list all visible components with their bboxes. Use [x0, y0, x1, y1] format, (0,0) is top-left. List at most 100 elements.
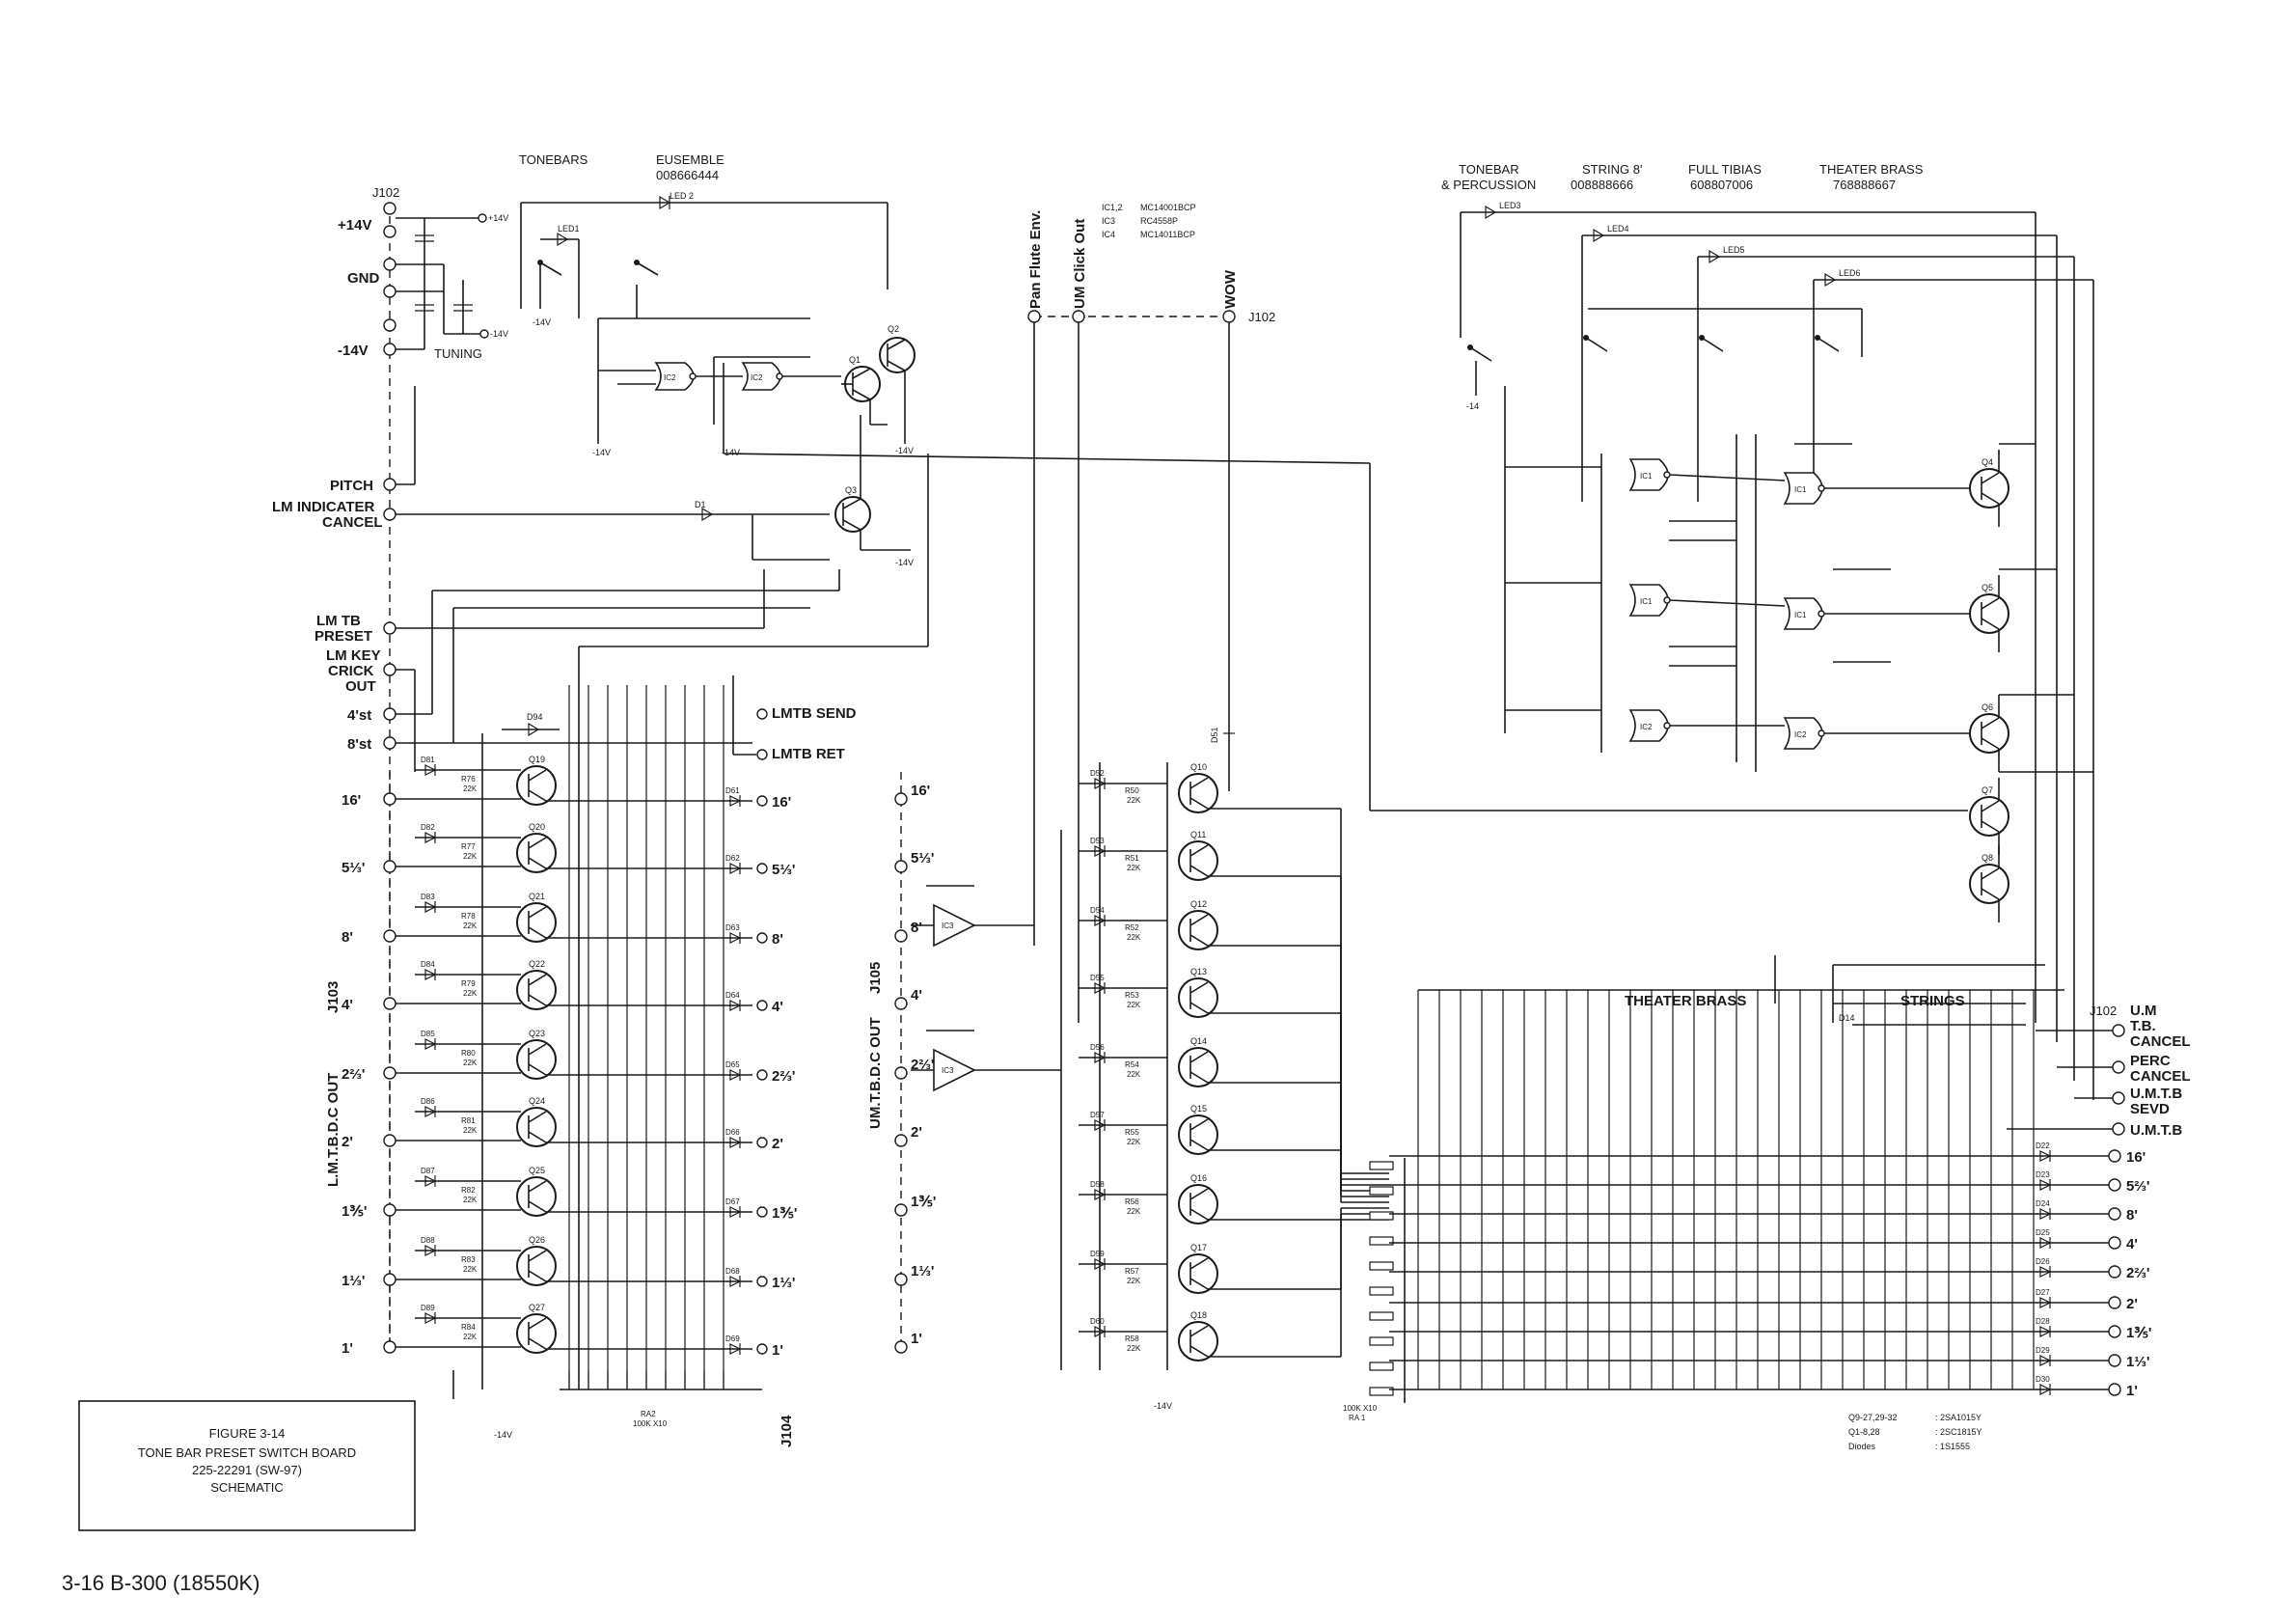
lm-key-label: LM KEY — [326, 647, 381, 664]
out-diode-2-label: D24 — [2036, 1199, 2050, 1208]
lm-footage-label-1: 5⅓' — [342, 860, 365, 876]
out-diode-0: D22 — [2036, 1142, 2052, 1162]
right-footage-label-0: 16' — [2126, 1149, 2146, 1166]
lm-diode-b-8-label: D69 — [725, 1334, 740, 1343]
um-diode-6: D58 — [1090, 1180, 1107, 1200]
out-diode-3: D25 — [2036, 1228, 2052, 1249]
m14v-pin-label: -14V — [338, 343, 369, 359]
full-tibias-code: 608807006 — [1690, 178, 1753, 192]
lm-diode-a-6: D87 — [421, 1167, 437, 1187]
right-transistor-1: Q5 — [1969, 583, 2009, 634]
lm-diode-b-7: D68 — [725, 1267, 742, 1287]
full-tibias-heading: FULL TIBIAS — [1688, 162, 1762, 177]
um-transistor-5-label: Q15 — [1190, 1104, 1207, 1114]
eusemble-code: 008666444 — [656, 168, 719, 182]
ic3-b-label: IC3 — [942, 1066, 954, 1075]
lm-resistor-val-8: 22K — [463, 1333, 478, 1341]
ra2-value: 100K X10 — [633, 1419, 668, 1428]
lm-diode-a-6-label: D87 — [421, 1167, 435, 1175]
strings-group-label: STRINGS — [1900, 993, 1965, 1009]
um-resistor-val-8: 22K — [1127, 1344, 1141, 1353]
ic-list-name-1: IC1,2 — [1102, 203, 1123, 212]
umtb-sevd-label: U.M.T.B — [2130, 1086, 2182, 1102]
um-transistor-6-label: Q16 — [1190, 1173, 1207, 1183]
lm-footage-label-6: 1⅗' — [342, 1203, 367, 1220]
m14v-q2-label: -14V — [895, 446, 914, 455]
middle-top-connector: Pan Flute Env. UM Click Out WOW J102 D51 — [1027, 210, 1275, 1023]
tuning-label: TUNING — [434, 346, 482, 361]
d94-label: D94 — [527, 712, 543, 722]
d1-label: D1 — [695, 500, 706, 509]
out-diode-1: D23 — [2036, 1170, 2052, 1191]
j104-label: J104 — [779, 1415, 795, 1447]
um-transistor-8-label: Q18 — [1190, 1310, 1207, 1320]
lm-out-footage-4: 2⅔' — [772, 1068, 795, 1085]
p8st-pin-label: 8'st — [347, 736, 371, 753]
out-diode-5-label: D27 — [2036, 1288, 2050, 1297]
right-transistor-2: Q6 — [1969, 702, 2009, 754]
j102-left-label: J102 — [372, 185, 399, 200]
right-transistor-0-label: Q4 — [1982, 457, 1993, 467]
lm-transistor-3-label: Q22 — [529, 959, 545, 969]
lm-resistor-8: R84 — [461, 1323, 476, 1332]
lm-transistor-6-label: Q25 — [529, 1166, 545, 1175]
um-resistor-val-0: 22K — [1127, 796, 1141, 805]
lm-transistor-5-label: Q24 — [529, 1096, 545, 1106]
lm-resistor-val-0: 22K — [463, 784, 478, 793]
lm-resistor-3: R79 — [461, 979, 476, 988]
lm-resistor-6: R82 — [461, 1186, 476, 1195]
um-diode-1: D53 — [1090, 837, 1107, 857]
theater-brass-group-label: THEATER BRASS — [1625, 993, 1746, 1009]
lm-diode-a-4-label: D85 — [421, 1030, 435, 1038]
j105-label: J105 — [867, 962, 884, 994]
lm-resistor-4: R80 — [461, 1049, 476, 1058]
p14v-node-label: +14V — [488, 213, 508, 223]
lm-diode-b-1: D62 — [725, 854, 742, 874]
um-transistor-7: Q17 — [1178, 1243, 1218, 1294]
um-resistor-3: R53 — [1125, 991, 1139, 1000]
matrix-columns — [1369, 990, 2035, 1403]
out-diode-3-label: D25 — [2036, 1228, 2050, 1237]
um-transistor-0-label: Q10 — [1190, 762, 1207, 772]
umtbdc-out-label: UM.T.B.D.C OUT — [867, 1017, 884, 1129]
out-diode-7: D29 — [2036, 1346, 2052, 1366]
d14-label: D14 — [1839, 1013, 1855, 1023]
parts-notes: Q9-27,29-32 : 2SA1015Y Q1-8,28 : 2SC1815… — [494, 1401, 1982, 1451]
out-diode-4: D26 — [2036, 1257, 2052, 1278]
q2-label: Q2 — [888, 324, 899, 334]
um-transistor-3: Q13 — [1178, 967, 1218, 1018]
lmtb-ret-label: LMTB RET — [772, 746, 845, 762]
lm-diode-b-0: D61 — [725, 786, 742, 807]
caption-line-2: TONE BAR PRESET SWITCH BOARD — [138, 1445, 356, 1460]
tonebars-heading: TONEBARS — [519, 152, 588, 167]
um-resistor-6: R56 — [1125, 1197, 1139, 1206]
um-diode-4: D56 — [1090, 1043, 1107, 1063]
caption-line-3: 225-22291 (SW-97) — [192, 1463, 302, 1477]
um-transistor-6: Q16 — [1178, 1173, 1218, 1224]
um-transistor-2-label: Q12 — [1190, 899, 1207, 909]
um-resistor-val-3: 22K — [1127, 1001, 1141, 1009]
right-footage-label-4: 2⅔' — [2126, 1265, 2149, 1281]
lm-diode-b-4-label: D65 — [725, 1060, 740, 1069]
lm-diode-b-3: D64 — [725, 991, 742, 1011]
gnd-pin-label: GND — [347, 270, 380, 287]
lm-out-footage-6: 1⅗' — [772, 1205, 797, 1222]
um-resistor-val-1: 22K — [1127, 864, 1141, 872]
led5-label: LED5 — [1723, 245, 1745, 255]
um-diode-2-label: D54 — [1090, 906, 1105, 915]
right-footage-label-7: 1⅓' — [2126, 1354, 2149, 1370]
um-footage-label-0: 16' — [911, 783, 930, 799]
right-footage-label-8: 1' — [2126, 1383, 2138, 1399]
um-resistor-val-2: 22K — [1127, 933, 1141, 942]
lm-key-out-label: OUT — [345, 678, 376, 695]
lm-transistor-0: Q19 — [516, 755, 557, 806]
j102-mid-label: J102 — [1248, 310, 1275, 324]
lm-diode-b-8: D69 — [725, 1334, 742, 1355]
lm-transistor-1-label: Q20 — [529, 822, 545, 832]
lm-transistor-1: Q20 — [516, 822, 557, 873]
out-diode-0-label: D22 — [2036, 1142, 2050, 1150]
lm-diode-a-3-label: D84 — [421, 960, 435, 969]
um-resistor-7: R57 — [1125, 1267, 1139, 1276]
right-transistor-4: Q8 — [1969, 853, 2009, 904]
